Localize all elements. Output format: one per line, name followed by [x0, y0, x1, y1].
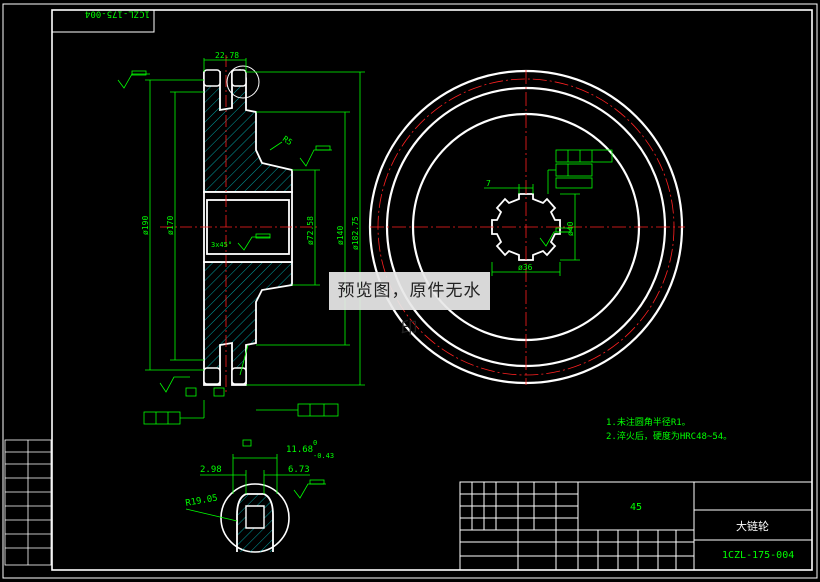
title-material: 45 — [630, 502, 642, 513]
dim-d182: ø182.75 — [351, 216, 360, 250]
title-part-name: 大链轮 — [736, 519, 769, 533]
dim-chamfer: 3x45° — [211, 241, 232, 249]
dim-tooth-right: 6.73 — [288, 465, 310, 475]
outer-frame — [2, 3, 818, 579]
tooth-detail — [220, 483, 290, 553]
section-upper-body — [203, 68, 293, 193]
dim-radius-top: R5 — [281, 134, 294, 147]
section-dimensions — [117, 58, 365, 425]
title-drawing-number: 1CZL-175-004 — [722, 550, 794, 561]
inner-frame — [51, 9, 813, 571]
dim-spline-dia: ø36 — [518, 263, 533, 272]
mirrored-number-box — [51, 9, 155, 33]
dim-tooth-tol-upper: 0 — [313, 439, 317, 447]
dim-tooth-left: 2.98 — [200, 465, 222, 475]
tooth-dimensions — [185, 439, 326, 522]
mirrored-drawing-number: 1CZL-175-004 — [85, 8, 150, 18]
front-view — [368, 69, 685, 385]
dim-hub-width: 22.78 — [215, 51, 239, 60]
dim-tooth-width: 11.68 — [286, 445, 313, 455]
dim-bore-dia: ø40 — [566, 221, 575, 236]
note-line-1: 1.未注圆角半径R1。 — [606, 416, 691, 428]
revision-table — [4, 439, 52, 566]
dim-d140: ø140 — [336, 226, 345, 245]
dim-bore-width: 7 — [486, 179, 491, 188]
dim-d190: ø190 — [141, 216, 150, 235]
section-lower-body — [203, 261, 293, 386]
front-dimensions — [484, 149, 613, 276]
preview-watermark: 预览图，原件无水印 — [329, 272, 490, 339]
spline-bore — [491, 193, 561, 261]
dim-d170: ø170 — [166, 216, 175, 235]
dim-tooth-radius: R19.05 — [185, 493, 219, 508]
dim-d72: ø72.58 — [306, 216, 315, 245]
note-line-2: 2.淬火后，硬度为HRC48~54。 — [606, 430, 732, 442]
detail-circle — [226, 65, 260, 99]
dim-tooth-tol-lower: -0.43 — [313, 452, 334, 460]
section-view — [160, 55, 320, 395]
title-block — [459, 481, 813, 571]
